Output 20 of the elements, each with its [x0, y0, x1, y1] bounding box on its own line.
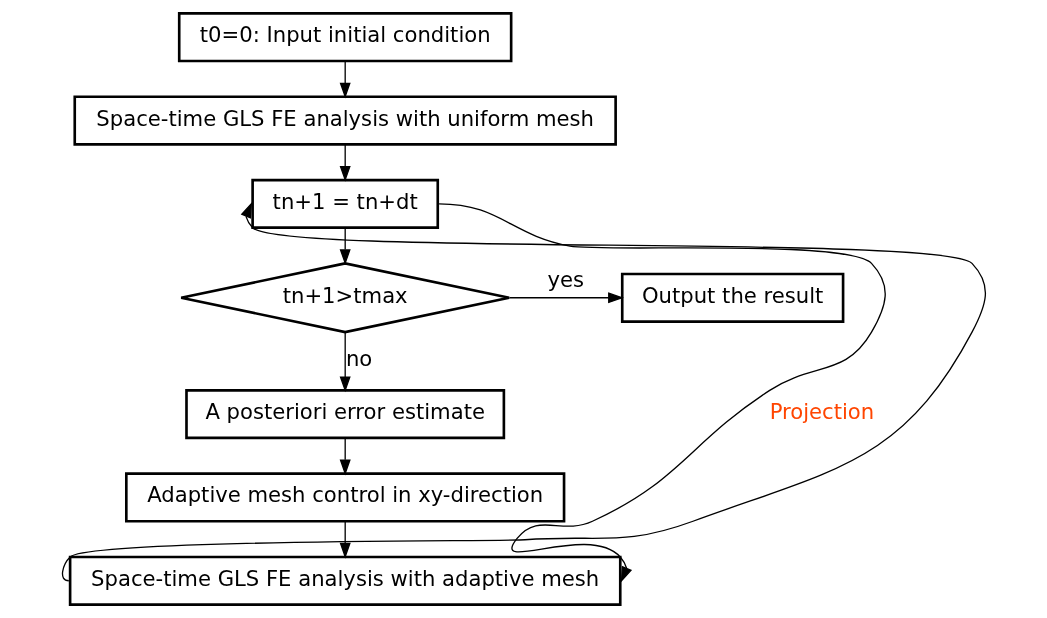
- node-box: tn+1 = tn+dt: [250, 178, 439, 229]
- arrow: [339, 60, 351, 99]
- edge-label: Projection: [769, 399, 874, 425]
- edge-label: no: [345, 346, 372, 372]
- node-box: Space-time GLS FE analysis with adaptive mesh: [68, 555, 622, 606]
- arrow: [508, 292, 624, 304]
- node-box: Space-time GLS FE analysis with uniform mesh: [72, 95, 617, 146]
- arrow: [339, 521, 351, 559]
- node-box: Output the result: [620, 272, 844, 323]
- arrow: [437, 203, 886, 583]
- node-box: Adaptive mesh control in xy-direction: [124, 472, 565, 523]
- arrow: [61, 202, 986, 582]
- node-box: A posteriori error estimate: [184, 389, 505, 440]
- node-diamond: tn+1>tmax: [179, 262, 510, 334]
- arrow: [339, 144, 351, 182]
- arrow: [339, 331, 351, 393]
- node-box: t0=0: Input initial condition: [177, 12, 512, 63]
- arrow: [339, 437, 351, 476]
- arrow: [339, 227, 351, 266]
- edge-label: yes: [546, 266, 584, 292]
